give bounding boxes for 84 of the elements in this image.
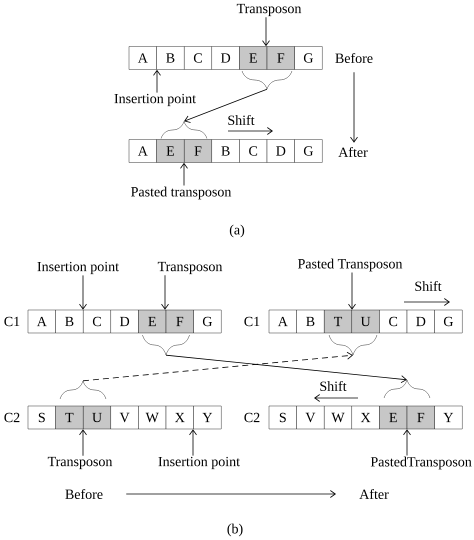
sequence-cell: B — [156, 46, 184, 70]
shift-label: Shift — [415, 281, 442, 291]
shift-label: Shift — [320, 381, 347, 391]
arrow — [166, 354, 407, 384]
leader-arrow — [180, 162, 188, 186]
row-label: C2 — [4, 412, 20, 422]
leader-arrow — [79, 274, 87, 310]
sequence-cell: G — [294, 46, 322, 70]
sequence-cell: U — [352, 310, 380, 334]
arrow — [82, 352, 353, 382]
annotation-label: After — [359, 489, 389, 499]
sequence-cell: B — [296, 310, 324, 334]
shift-label: Shift — [228, 115, 255, 125]
annotation-label: Pasted transposon — [131, 186, 232, 200]
curly-brace — [384, 380, 430, 398]
sequence-cell: E — [379, 406, 408, 430]
row-label: C1 — [244, 316, 260, 326]
sequence-cell: W — [138, 406, 166, 430]
annotation-label: Transposon — [236, 4, 302, 16]
sequence-cell: E — [156, 139, 184, 163]
sequence-cell: B — [55, 310, 84, 334]
row-label: C1 — [4, 316, 20, 326]
leader-arrow — [161, 274, 169, 310]
sequence-cell: E — [239, 46, 268, 70]
sequence-cell: A — [268, 310, 297, 334]
sequence-cell: F — [406, 406, 435, 430]
annotation-label: Insertion point — [158, 456, 240, 470]
arrow — [184, 88, 268, 123]
leader-arrow — [153, 70, 161, 94]
sequence-cell: E — [138, 310, 166, 334]
sequence-cell: V — [296, 406, 324, 430]
sequence-cell: T — [55, 406, 84, 430]
annotation-label: Transposon — [48, 456, 112, 470]
sequence-cell: X — [352, 406, 380, 430]
sequence-cell: B — [212, 139, 240, 163]
sequence-cell: D — [212, 46, 240, 70]
annotation-label: PastedTransposon — [370, 456, 472, 470]
sequence-cell: A — [128, 139, 157, 163]
sequence-cell: C — [379, 310, 408, 334]
annotation-label: Transposon — [158, 262, 222, 274]
leader-arrow — [189, 429, 197, 456]
sequence-cell: X — [166, 406, 194, 430]
sequence-cell: C — [239, 139, 268, 163]
sequence-cell: F — [184, 139, 212, 163]
sequence-cell: Y — [193, 406, 222, 430]
sequence-cell: S — [268, 406, 297, 430]
leader-arrow — [79, 429, 87, 456]
leader-arrow — [403, 429, 411, 456]
annotation-label: Before — [335, 53, 373, 63]
sequence-cell: C — [184, 46, 212, 70]
curly-brace — [160, 121, 208, 139]
sequence-cell: Y — [434, 406, 462, 430]
panel-label: (a) — [230, 224, 244, 238]
sequence-cell: D — [110, 310, 139, 334]
sequence-cell: U — [83, 406, 111, 430]
arrow — [350, 72, 358, 143]
sequence-cell: D — [406, 310, 435, 334]
sequence-cell: C — [83, 310, 111, 334]
annotation-label: Pasted Transposon — [298, 258, 402, 272]
annotation-label: Insertion point — [37, 262, 119, 274]
leader-arrow — [348, 272, 356, 310]
sequence-cell: A — [128, 46, 157, 70]
sequence-cell: W — [324, 406, 352, 430]
annotation-label: After — [338, 147, 368, 157]
sequence-cell: F — [166, 310, 194, 334]
sequence-cell: A — [28, 310, 56, 334]
curly-brace — [242, 70, 292, 90]
sequence-cell: V — [110, 406, 139, 430]
row-label: C2 — [244, 412, 260, 422]
leader-arrow — [262, 16, 270, 46]
sequence-cell: G — [193, 310, 222, 334]
curly-brace — [142, 334, 190, 356]
arrow — [126, 490, 336, 498]
sequence-cell: F — [266, 46, 295, 70]
curly-brace — [328, 334, 378, 356]
sequence-cell: S — [28, 406, 56, 430]
sequence-cell: D — [266, 139, 295, 163]
sequence-cell: T — [324, 310, 352, 334]
sequence-cell: G — [294, 139, 322, 163]
panel-label: (b) — [227, 524, 243, 536]
annotation-label: Before — [65, 489, 103, 499]
sequence-cell: G — [434, 310, 462, 334]
annotation-label: Insertion point — [114, 94, 196, 106]
curly-brace — [60, 380, 106, 400]
